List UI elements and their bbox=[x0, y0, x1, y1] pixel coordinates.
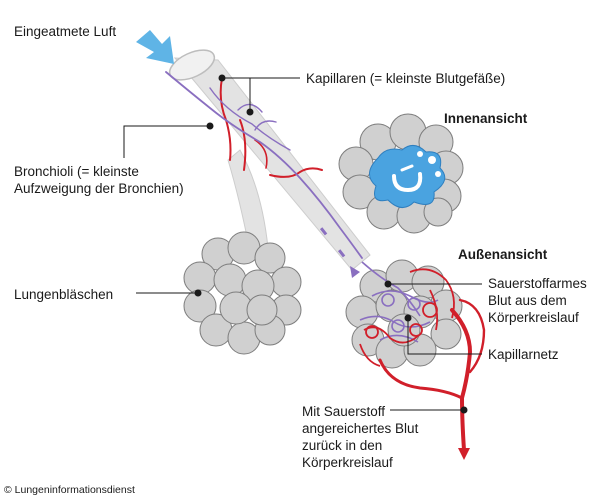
label-alveoli: Lungenbläschen bbox=[14, 287, 114, 302]
airway-capillaries bbox=[165, 71, 363, 259]
callout-dots bbox=[194, 74, 468, 414]
label-capillary-network: Kapillarnetz bbox=[488, 347, 559, 362]
label-inhaled-air: Eingeatmete Luft bbox=[14, 24, 117, 39]
label-oxygenated-line2: angereichertes Blut bbox=[302, 421, 419, 436]
airflow-dashes bbox=[319, 227, 360, 278]
callout-lines bbox=[123, 77, 482, 411]
outer-view-alveolus bbox=[345, 259, 463, 369]
label-oxygenated-line3: zurück in den bbox=[302, 438, 383, 453]
blood-flow-arrowhead bbox=[458, 448, 470, 460]
copyright-notice: © Lungeninformationsdienst bbox=[4, 484, 135, 496]
alveoli-cluster bbox=[183, 231, 302, 355]
label-oxygenated-line1: Mit Sauerstoff bbox=[302, 404, 386, 419]
label-capillaries: Kapillaren (= kleinste Blutgefäße) bbox=[306, 71, 506, 86]
inhaled-air-arrow bbox=[136, 30, 174, 64]
label-deoxygenated-line2: Blut aus dem bbox=[488, 293, 567, 308]
label-bronchioles-line2: Aufzweigung der Bronchien) bbox=[14, 181, 184, 196]
label-oxygenated-line4: Körperkreislauf bbox=[302, 455, 393, 470]
oxygenated-blood-vessel bbox=[378, 298, 486, 452]
label-deoxygenated-line1: Sauerstoffarmes bbox=[488, 276, 587, 291]
inner-view-alveolus bbox=[338, 113, 464, 234]
label-outer-view: Außenansicht bbox=[458, 247, 548, 262]
label-deoxygenated-line3: Körperkreislauf bbox=[488, 310, 579, 325]
label-bronchioles-line1: Bronchioli (= kleinste bbox=[14, 164, 139, 179]
label-inner-view: Innenansicht bbox=[444, 111, 528, 126]
